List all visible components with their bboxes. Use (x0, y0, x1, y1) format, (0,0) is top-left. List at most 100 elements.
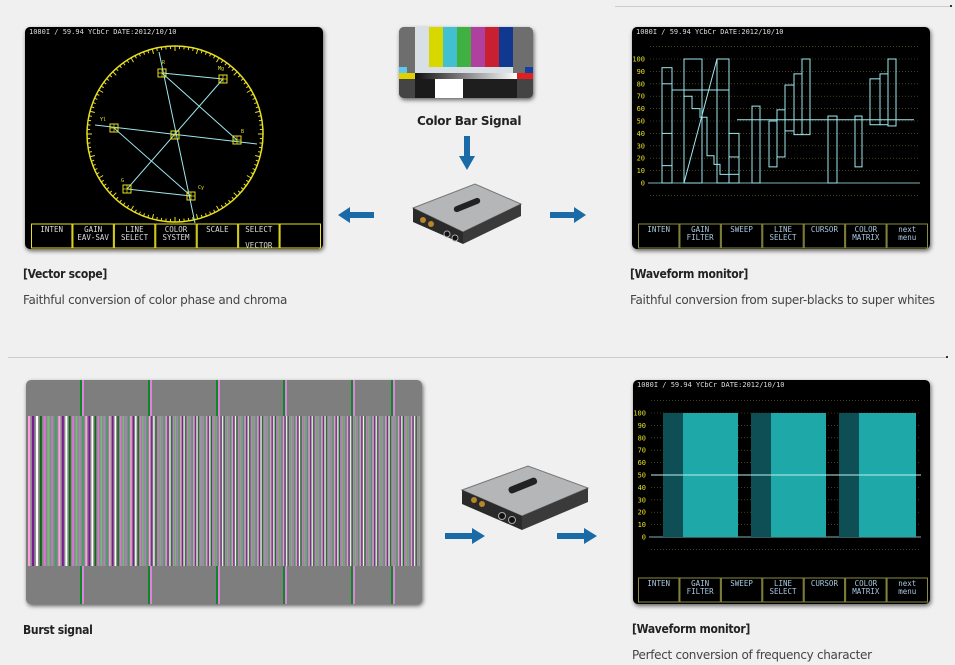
burst-stripe (385, 416, 387, 566)
graticule-tick (98, 89, 104, 93)
graticule-tick (192, 47, 194, 51)
burst-stripe (319, 416, 321, 566)
graticule-tick (115, 68, 119, 72)
graticule-tick (240, 187, 244, 190)
color-bar (399, 67, 407, 73)
burst-stripe (227, 416, 228, 566)
graticule-tick (252, 168, 256, 171)
burst-stripe (230, 416, 232, 566)
y-tick-label: 80 (637, 80, 645, 88)
graticule-tick (126, 59, 130, 63)
softkey-label: SELECT (245, 225, 273, 234)
burst-stripe (382, 416, 384, 566)
burst-stripe (103, 416, 106, 566)
graticule-tick (213, 209, 216, 213)
burst-stripe (142, 416, 144, 566)
softkey-label: menu (898, 233, 916, 242)
waveform-trace (661, 83, 673, 167)
burst-stripe (209, 416, 211, 566)
burst-stripe (409, 416, 411, 566)
pluge-bar (399, 79, 415, 98)
waveform-trace (728, 156, 740, 175)
y-tick-label: 80 (638, 434, 646, 442)
graticule-tick (151, 48, 155, 54)
burst-stripe (363, 416, 364, 566)
graticule-tick (151, 214, 155, 220)
burst-stripe (97, 416, 100, 566)
burst-stripe (406, 416, 408, 566)
burst-stripe (332, 416, 334, 566)
burst-stripe (297, 416, 299, 566)
burst-stripe (286, 416, 288, 566)
softkey-button (279, 223, 321, 249)
burst-stripe (178, 416, 180, 566)
color-bar (525, 67, 533, 73)
burst-stripe (39, 416, 42, 566)
burst-stripe (161, 416, 163, 566)
waveform-trace (869, 78, 881, 126)
burst-stripe (165, 416, 167, 566)
burst-stripe (72, 416, 75, 566)
burst-stripe (106, 416, 108, 566)
video-converter-device-icon (411, 183, 523, 244)
staircase-trace (683, 90, 729, 175)
burst-stripe (183, 416, 185, 566)
graticule-tick (240, 78, 244, 81)
burst-stripe (231, 416, 233, 566)
burst-stripe (271, 416, 273, 566)
burst-signal-pattern (28, 380, 420, 604)
graticule-tick (246, 175, 252, 179)
burst-stripe (265, 416, 267, 566)
burst-stripe (252, 416, 254, 566)
graticule-tick (88, 151, 92, 153)
burst-stripe (58, 416, 61, 566)
graticule-tick (254, 101, 258, 105)
waveform-trace (801, 58, 811, 136)
softkey-label: SELECT (121, 233, 149, 242)
burst-stripe (390, 416, 392, 566)
burst-stripe (374, 416, 376, 566)
color-bar (443, 27, 457, 67)
burst-stripe (222, 416, 224, 566)
burst-stripe (111, 416, 114, 566)
graticule-tick (254, 163, 258, 167)
graticule-tick (147, 50, 150, 54)
burst-stripe (196, 416, 198, 566)
burst-stripe (377, 416, 379, 566)
softkey-button (762, 577, 804, 603)
burst-stripe (190, 416, 192, 566)
arrow-right-icon (445, 528, 485, 544)
waveform-trace (716, 58, 730, 184)
y-tick-label: 100 (633, 410, 646, 418)
burst-stripe (316, 416, 318, 566)
burst-stripe (273, 416, 275, 566)
burst-stripe (251, 416, 252, 566)
softkey-label: GAIN (84, 225, 102, 234)
y-tick-label: 30 (637, 142, 645, 150)
burst-signal-label: Burst signal (23, 623, 93, 637)
y-tick-label: 90 (637, 68, 645, 76)
waveform-trace (768, 120, 778, 168)
burst-stripe (388, 416, 390, 566)
softkey-button (803, 577, 846, 603)
graticule-tick (89, 154, 95, 158)
graticule-tick (130, 57, 134, 63)
ramp-trace (683, 58, 718, 184)
softkey-button (31, 223, 73, 249)
softkey-label: INTEN (647, 225, 670, 234)
softkey-label: INTEN (647, 579, 670, 588)
waveform-trace (661, 132, 673, 184)
y-tick-label: 60 (637, 105, 645, 113)
y-tick-label: 50 (637, 118, 645, 126)
graticule-tick (220, 59, 224, 63)
burst-stripe (396, 416, 398, 566)
graticule-tick (224, 62, 228, 66)
y-tick-label: 10 (638, 521, 646, 529)
softkey-label: MATRIX (852, 587, 880, 596)
graticule-tick (119, 199, 122, 203)
burst-stripe (292, 416, 294, 566)
graticule-tick (103, 183, 107, 187)
color-bar (415, 27, 429, 67)
softkey-label: SYSTEM (162, 233, 190, 242)
burst-stripe (199, 416, 201, 566)
